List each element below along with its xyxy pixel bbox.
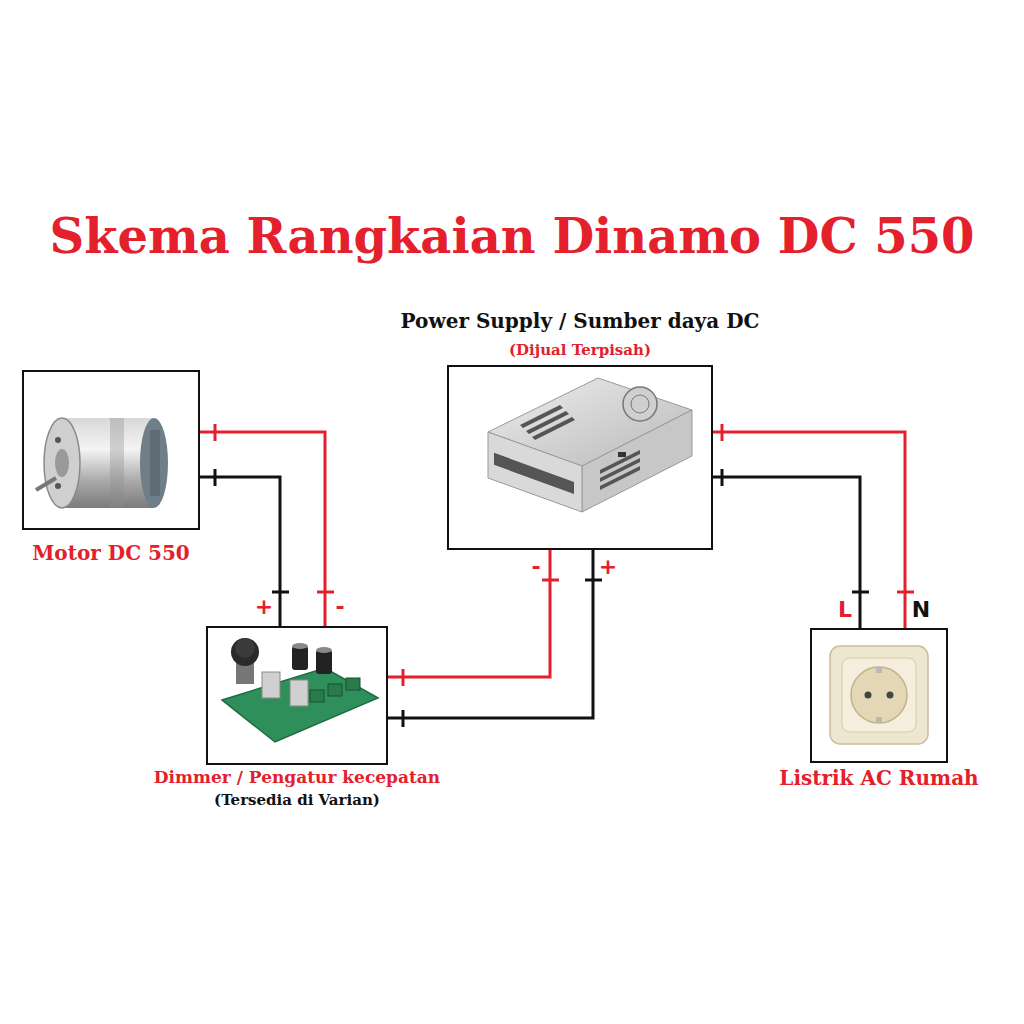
motor-illustration xyxy=(36,418,168,508)
dimmer-illustration-part xyxy=(290,680,308,706)
dimmer-illustration-part xyxy=(262,672,280,698)
socket-illustration-part xyxy=(851,667,907,723)
motor-illustration-part xyxy=(55,449,69,477)
socket-illustration-part xyxy=(830,646,928,744)
dimmer-illustration-part xyxy=(292,646,308,670)
node-heading: Dimmer / Pengatur kecepatan xyxy=(154,767,440,787)
wire xyxy=(200,477,280,626)
socket-illustration-part xyxy=(887,692,894,699)
power-supply-illustration-part xyxy=(623,387,657,421)
node-note: (Tersedia di Varian) xyxy=(214,791,380,809)
dimmer-illustration-part xyxy=(316,650,332,674)
power-supply-illustration-part xyxy=(582,410,692,512)
dimmer-box: Dimmer / Pengatur kecepatan(Tersedia di … xyxy=(206,626,388,765)
socket-illustration-part xyxy=(876,668,882,673)
motor-illustration-part xyxy=(140,418,168,508)
motor-illustration-part xyxy=(150,430,160,496)
wire xyxy=(388,550,593,718)
motor-illustration-part xyxy=(44,418,80,508)
dimmer-illustration-part xyxy=(328,684,342,696)
dimmer-illustration-part xyxy=(235,638,255,658)
node-heading: Motor DC 550 xyxy=(32,541,190,565)
motor-illustration-part xyxy=(36,478,56,490)
power-supply-illustration-part-part xyxy=(532,417,575,440)
socket-illustration-part xyxy=(876,717,882,722)
power-supply-illustration-part xyxy=(494,453,574,494)
wire xyxy=(713,477,860,628)
wire xyxy=(388,550,550,677)
power-supply-illustration-part xyxy=(488,432,582,512)
dimmer-illustration-part xyxy=(231,638,259,666)
node-heading: Listrik AC Rumah xyxy=(779,766,978,790)
power-supply-illustration-part xyxy=(631,395,649,413)
terminal-polarity: - xyxy=(335,596,344,618)
node-note: (Dijual Terpisah) xyxy=(509,341,651,359)
socket-box: Listrik AC Rumah xyxy=(810,628,948,763)
power-supply-illustration-part xyxy=(618,452,626,457)
wire xyxy=(713,432,905,628)
dimmer-illustration-part xyxy=(292,643,308,649)
motor-box: Motor DC 550 xyxy=(22,370,200,530)
terminal-name: L xyxy=(838,599,852,621)
terminal-polarity: + xyxy=(599,556,617,578)
socket-illustration-part xyxy=(865,692,872,699)
terminal-polarity: - xyxy=(531,556,540,578)
wire xyxy=(200,432,325,626)
dimmer-illustration-part xyxy=(316,647,332,653)
motor-illustration-part xyxy=(55,483,61,489)
node-heading: Power Supply / Sumber daya DC xyxy=(401,309,760,333)
power-supply-illustration-part-part xyxy=(600,466,640,490)
dimmer-illustration xyxy=(222,638,378,742)
power-supply-box: Power Supply / Sumber daya DC(Dijual Ter… xyxy=(447,365,713,550)
socket-illustration xyxy=(830,646,928,744)
power-supply-illustration xyxy=(488,378,692,512)
terminal-polarity: + xyxy=(255,596,273,618)
terminal-name: N xyxy=(912,599,930,621)
motor-illustration-part xyxy=(55,437,61,443)
diagram-title: Skema Rangkaian Dinamo DC 550 xyxy=(0,208,1024,266)
dimmer-illustration-part xyxy=(310,690,324,702)
socket-illustration-part xyxy=(842,658,916,732)
motor-illustration-part xyxy=(110,418,124,508)
dimmer-illustration-part xyxy=(346,678,360,690)
